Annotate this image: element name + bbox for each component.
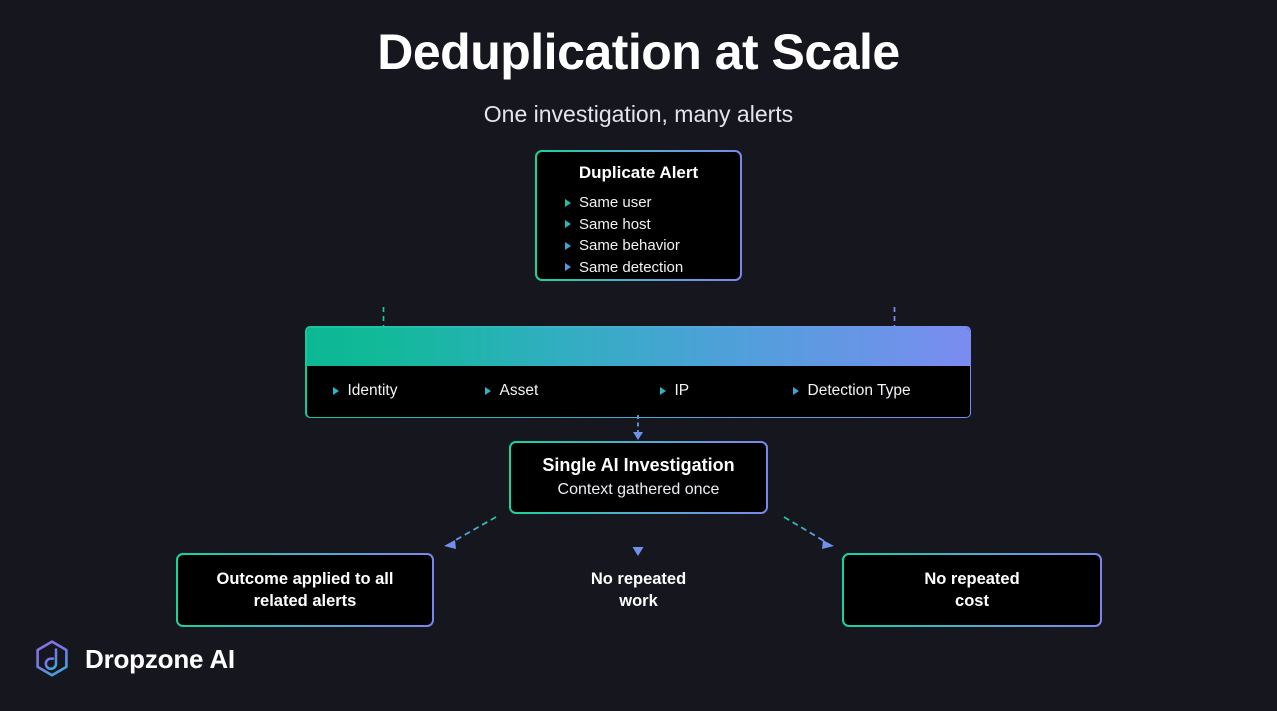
outcome-card-applied-to-all: Outcome applied to all related alerts	[176, 553, 434, 627]
list-item-label: Same behavior	[579, 237, 680, 255]
dimension-item-identity: Identity	[332, 382, 485, 400]
investigation-heading: Single AI Investigation	[542, 455, 735, 476]
connector-arrow-down	[633, 415, 643, 440]
dimension-label: Identity	[347, 382, 398, 399]
bullet-triangle-icon	[659, 387, 666, 395]
outcome-label: Outcome applied to all related alerts	[216, 570, 394, 610]
connector-bracket	[382, 278, 896, 330]
dimension-item-asset: Asset	[484, 382, 660, 400]
dimension-item-detection-type: Detection Type	[792, 382, 911, 400]
page-subtitle: One investigation, many alerts	[483, 101, 794, 127]
dimension-item-ip: IP	[659, 382, 793, 400]
list-item: Same host	[565, 214, 740, 236]
outcome-label: No repeated cost	[924, 570, 1020, 610]
dimension-label: Detection Type	[807, 382, 911, 399]
dedup-dimensions-panel: Identity Asset IP Detection Type	[305, 326, 971, 418]
bullet-triangle-icon	[565, 220, 571, 229]
brand-footer: Dropzone AI	[35, 640, 235, 678]
list-item: Same detection	[565, 257, 740, 279]
list-item: Same user	[565, 192, 740, 214]
bullet-triangle-icon	[792, 387, 799, 395]
bullet-triangle-icon	[565, 241, 571, 250]
dimension-label: IP	[674, 382, 690, 399]
outcome-text-no-repeated-work: No repeated work	[520, 553, 757, 627]
single-ai-investigation-card: Single AI Investigation Context gathered…	[509, 441, 768, 514]
outcome-card-no-repeated-cost: No repeated cost	[842, 553, 1102, 627]
brand-name: Dropzone AI	[85, 643, 235, 674]
list-item: Same behavior	[565, 235, 740, 257]
outcome-label: No repeated work	[590, 570, 687, 610]
dropzone-hexagon-logo-icon	[36, 640, 68, 677]
list-item-label: Same detection	[579, 258, 684, 276]
page-title: Deduplication at Scale	[377, 24, 900, 80]
dimension-list: Identity Asset IP Detection Type	[307, 366, 970, 417]
duplicate-alert-list: Same user Same host Same behavior Same d…	[537, 192, 740, 278]
duplicate-alert-heading: Duplicate Alert	[578, 163, 699, 182]
dimension-label: Asset	[499, 382, 539, 399]
list-item-label: Same host	[579, 215, 651, 233]
duplicate-alert-card: Duplicate Alert Same user Same host Same…	[535, 150, 742, 281]
bullet-triangle-icon	[484, 387, 491, 395]
investigation-subtext: Context gathered once	[557, 481, 720, 499]
bullet-triangle-icon	[565, 198, 571, 207]
gradient-bar	[306, 327, 970, 366]
bullet-triangle-icon	[332, 387, 339, 395]
list-item-label: Same user	[579, 194, 652, 212]
bullet-triangle-icon	[565, 263, 571, 272]
